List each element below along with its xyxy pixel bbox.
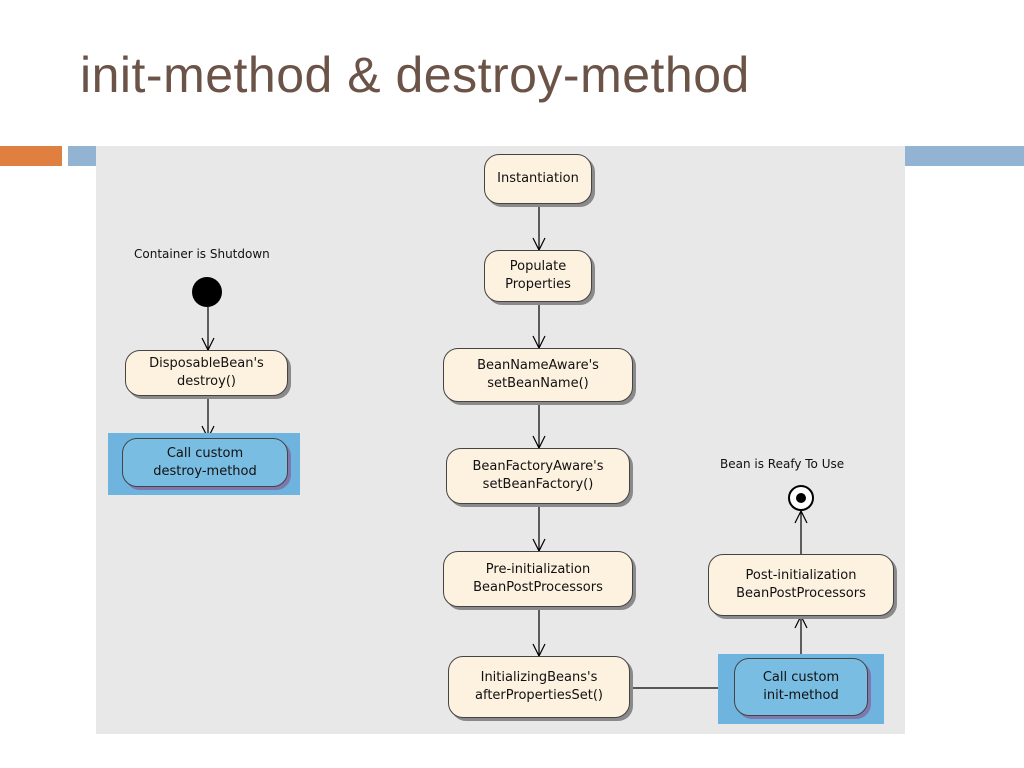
initial-state-dot [192,277,222,307]
accent-bar-blue-right [904,146,1024,166]
bean-ready-label: Bean is Reafy To Use [720,457,845,471]
post-initialization-node: Post-initialization BeanPostProcessors [708,554,894,616]
bean-factory-aware-node: BeanFactoryAware's setBeanFactory() [446,448,630,504]
call-custom-init-node: Call custom init-method [734,658,868,716]
accent-bar-orange [0,146,62,166]
bean-name-aware-node: BeanNameAware's setBeanName() [443,348,633,402]
call-custom-destroy-node: Call custom destroy-method [122,438,288,487]
lifecycle-diagram: Container is Shutdown DisposableBean's d… [96,146,905,734]
slide-title: init-method & destroy-method [80,47,750,103]
accent-bar-blue-left [68,146,98,166]
final-state-inner-dot [796,493,806,503]
pre-initialization-node: Pre-initialization BeanPostProcessors [443,551,633,607]
initializing-beans-node: InitializingBeans's afterPropertiesSet() [448,656,630,718]
populate-properties-node: Populate Properties [484,250,592,302]
container-shutdown-label: Container is Shutdown [134,247,270,261]
instantiation-node: Instantiation [484,154,592,204]
final-state-dot [788,485,814,511]
disposable-bean-node: DisposableBean's destroy() [125,350,288,396]
